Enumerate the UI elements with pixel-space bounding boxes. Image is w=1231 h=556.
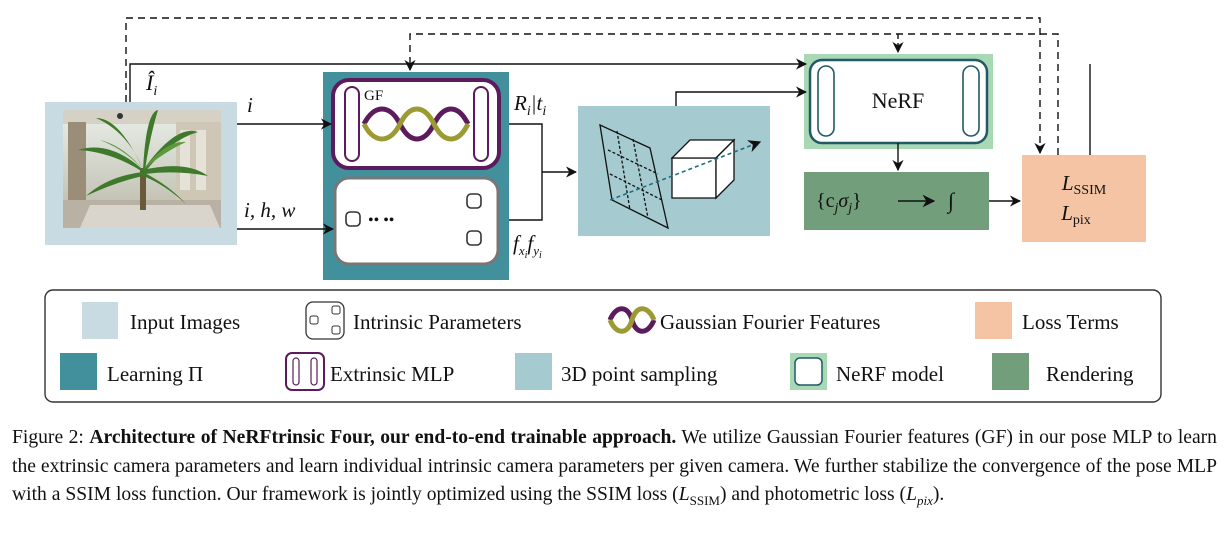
caption-l-ssim-sub: SSIM (689, 492, 720, 508)
legend-item-loss-terms: Loss Terms (975, 302, 1119, 339)
input-image-panel (45, 102, 237, 245)
caption-body-3: ). (932, 484, 945, 505)
rendering-block: {cjσj} ∫ (804, 172, 989, 230)
caption-body-2: ) and photometric loss ( (719, 484, 907, 505)
i-label: i (247, 93, 253, 117)
gaussian-fourier-icon (361, 106, 471, 142)
nerf-label: NeRF (872, 88, 925, 113)
learning-pi-block: GF •• •• (323, 72, 509, 280)
figure-caption: Figure 2: Architecture of NeRFtrinsic Fo… (12, 424, 1217, 515)
rotation-translation-label: Ri|ti (513, 91, 546, 119)
svg-text:Extrinsic MLP: Extrinsic MLP (330, 362, 454, 386)
nerf-model-block: NeRF (804, 54, 993, 149)
legend-item-3d-point-sampling: 3D point sampling (515, 353, 718, 390)
legend-item-gaussian-fourier-features: Gaussian Fourier Features (607, 306, 880, 334)
svg-text:Loss Terms: Loss Terms (1022, 310, 1119, 334)
i-hat-label: Îi (145, 70, 157, 99)
caption-l-pix: L (906, 484, 917, 505)
loss-pix-label: Lpix (1060, 201, 1091, 228)
legend: Input Images Intrinsic Parameters Gaussi… (44, 289, 1162, 403)
svg-text:3D point sampling: 3D point sampling (561, 362, 718, 386)
ihw-label: i, h, w (244, 198, 295, 222)
legend-item-input-images: Input Images (82, 302, 240, 339)
legend-item-intrinsic-parameters: Intrinsic Parameters (305, 301, 522, 340)
legend-item-nerf-model: NeRF model (790, 353, 944, 390)
loss-terms-block: LSSIM Lpix (1022, 155, 1146, 242)
point-sampling-block (578, 106, 770, 236)
svg-text:Gaussian Fourier Features: Gaussian Fourier Features (660, 310, 880, 334)
connectors (129, 58, 1091, 235)
gf-label: GF (364, 88, 383, 104)
architecture-diagram: GF •• •• (44, 17, 1162, 403)
svg-text:Learning Π: Learning Π (107, 362, 203, 386)
intrinsic-dots: •• •• (368, 212, 394, 229)
integral-symbol: ∫ (946, 188, 956, 214)
svg-text:NeRF model: NeRF model (836, 362, 944, 386)
dashed-feedback (125, 17, 1059, 155)
caption-l-pix-sub: pix (917, 492, 933, 508)
caption-bold-title: Architecture of NeRFtrinsic Four, our en… (89, 427, 677, 448)
legend-item-extrinsic-mlp: Extrinsic MLP (285, 352, 454, 391)
caption-body-1: We utilize Gaussian Fourier features (GF… (12, 427, 1217, 505)
caption-l-ssim: L (678, 484, 690, 505)
intrinsic-params-box: •• •• (333, 176, 500, 266)
caption-prefix: Figure 2: (12, 427, 90, 448)
legend-item-rendering: Rendering (992, 353, 1134, 390)
plant-photo (63, 110, 221, 228)
loss-ssim-label: LSSIM (1061, 171, 1107, 198)
legend-item-learning-pi: Learning Π (60, 353, 203, 390)
focal-length-label: fxifyi (513, 231, 542, 261)
svg-text:Rendering: Rendering (1046, 362, 1134, 386)
extrinsic-mlp-box: GF (331, 78, 501, 170)
svg-text:Intrinsic Parameters: Intrinsic Parameters (353, 310, 522, 334)
render-expression: {cjσj} (816, 190, 862, 216)
svg-text:Input Images: Input Images (130, 310, 240, 334)
